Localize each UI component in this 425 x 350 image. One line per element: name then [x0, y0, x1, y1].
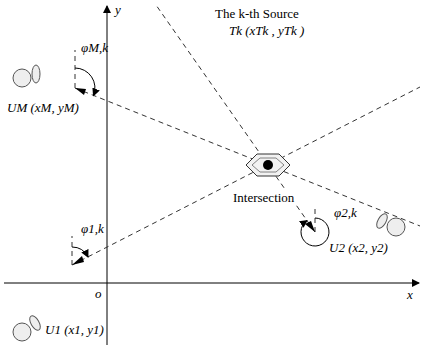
arrow-head: [72, 256, 84, 265]
bearing-line: [156, 5, 315, 232]
angle-label: φ1,k: [80, 221, 105, 236]
y-axis: [107, 6, 108, 345]
sensor-icon: [13, 314, 42, 341]
x-axis: [4, 283, 419, 284]
source-hexagon: [252, 158, 284, 172]
origin-label: o: [94, 286, 103, 301]
north-reference: [72, 236, 73, 265]
sensor-label: U1 (x1, y1): [44, 322, 105, 337]
arrow-head: [305, 221, 315, 232]
angle-arc: [301, 218, 329, 246]
north-reference: [75, 50, 76, 88]
arrow-head: [75, 88, 86, 95]
source-label: The k-th Source: [214, 6, 300, 21]
angle-arc: [72, 247, 88, 257]
axis-label: x: [406, 287, 414, 302]
axis-label: y: [114, 2, 122, 17]
source-coordinates: Tk (xTk , yTk ): [228, 23, 305, 38]
intersection-label: Intersection: [232, 190, 295, 205]
north-reference: [315, 206, 316, 232]
angle-label: φ2,k: [333, 205, 358, 220]
sensor-label: UM (xM, yM): [6, 100, 80, 115]
sensor-icon: [13, 65, 40, 87]
sensor-icon: [375, 212, 405, 236]
angle-label: φM,k: [80, 40, 109, 55]
bearing-line: [72, 87, 420, 265]
source-dot: [263, 160, 273, 170]
bearing-line: [75, 88, 420, 226]
sensor-label: U2 (x2, y2): [328, 240, 389, 255]
angle-arc: [75, 68, 95, 96]
source-hexagon: [246, 154, 290, 176]
